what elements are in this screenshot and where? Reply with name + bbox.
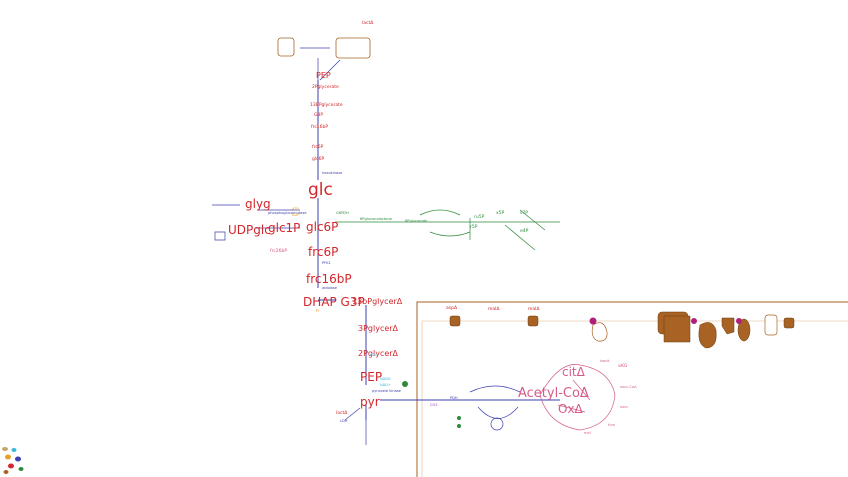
citrate-label: citΔ	[562, 365, 585, 379]
ppp-x5p: x5P	[496, 211, 505, 216]
tca-cycle	[539, 364, 616, 431]
mitochondrion-outline	[416, 301, 848, 477]
green-dot-3	[457, 424, 461, 428]
frc16bp-label: frc16bP	[306, 272, 352, 286]
udpglc-label: UDPglc	[228, 223, 271, 237]
ppp-6pg: 6Pgluconate	[405, 219, 428, 223]
ppp-s7p: s7P	[520, 211, 528, 216]
enzyme-pgm: phosphoglucomutase	[268, 211, 307, 215]
enzyme-pk: pyruvate kinase	[372, 389, 401, 393]
akg-label: αKG	[618, 364, 628, 369]
enzyme-ldh: LDH	[340, 419, 348, 423]
13bpg-label: 13bPglycerΔ	[352, 297, 403, 306]
atp-label: ATP	[292, 207, 299, 211]
h2o-label: H2O	[370, 353, 378, 357]
legend-blobs	[2, 447, 24, 474]
enzyme-pfk: PFK1	[322, 261, 331, 265]
magenta-dot	[589, 317, 597, 325]
ppp-branch	[335, 209, 560, 251]
13bpg-top: 13BPglycerate	[310, 103, 343, 108]
pep-top: PEP	[316, 71, 331, 80]
2pg-top: 2Pglycerate	[312, 85, 339, 90]
enzyme-g6pdh: G6PDH	[336, 211, 349, 215]
nad-label: NAD+	[380, 383, 391, 387]
frc26bp-label: frc26bP	[270, 249, 288, 254]
glycogen-branch	[212, 204, 300, 241]
ppp-e4p: e4P	[520, 229, 529, 234]
top-shuttle	[277, 37, 371, 59]
glc1p-label: glc1P	[268, 221, 301, 235]
frc6p-label: frc6P	[308, 245, 339, 259]
asp-label: aspΔ	[446, 306, 458, 311]
nadh-label: NADH	[380, 377, 391, 381]
green-dot-2	[457, 416, 461, 420]
magenta-dot-2	[691, 318, 697, 324]
isocit-label: isocit	[600, 359, 610, 363]
glycolysis-backbone	[317, 80, 560, 420]
acetyl-coa-label: Acetyl-CoΔ	[518, 386, 589, 401]
glucose-label: glc	[308, 180, 333, 200]
pep-label: PEP	[360, 370, 383, 384]
succ-label: succ	[620, 405, 629, 409]
lactate-label: lactΔ	[336, 411, 348, 416]
top-arrows	[300, 47, 341, 81]
mal-label-1: malΔ	[488, 307, 500, 312]
membrane-hollows	[591, 314, 778, 342]
ppp-ru5p: ru5P	[474, 215, 485, 220]
pi-label: Pi	[316, 309, 320, 313]
green-dot	[402, 381, 408, 387]
lact-top-label: lactΔ	[362, 21, 374, 26]
fum-label: fum	[608, 423, 616, 427]
pyruvate-label: pyr	[360, 395, 380, 409]
mal-label-2: malΔ	[528, 307, 540, 312]
adp-label: ADP	[292, 213, 300, 217]
pdh-complex	[469, 385, 521, 431]
pyruvate-branches	[344, 407, 367, 445]
oxaloacetate-label: OxΔ	[558, 402, 583, 416]
glc6p-top: glc6P	[312, 157, 325, 162]
enzyme-pdh: PDH	[450, 396, 458, 400]
glycogen-label: glyg	[245, 197, 271, 211]
ppp-6pgl: 6Pgluconolactone	[360, 217, 392, 221]
frc16bp-top: frc16bP	[311, 125, 329, 130]
2pg-label: 2PglycerΔ	[358, 349, 399, 358]
succ-coa-label: succ-CoA	[620, 385, 637, 389]
glc6p-label: glc6P	[306, 220, 339, 234]
co2-label: CO2	[430, 403, 438, 407]
enzyme-aldolase: aldolase	[322, 286, 337, 290]
enzyme-hk: hexokinase	[322, 171, 343, 175]
3pg-label: 3PglycerΔ	[358, 324, 399, 333]
g3p-top: G3P	[314, 113, 324, 118]
frc6p-top: frc6P	[312, 145, 324, 150]
membrane-transporters	[449, 311, 795, 349]
dhap-g3p-label: DHAP G3P	[303, 295, 365, 309]
ppp-r5p: r5P	[470, 225, 478, 230]
mal-label: mal	[584, 431, 591, 435]
magenta-dot-3	[736, 318, 742, 324]
